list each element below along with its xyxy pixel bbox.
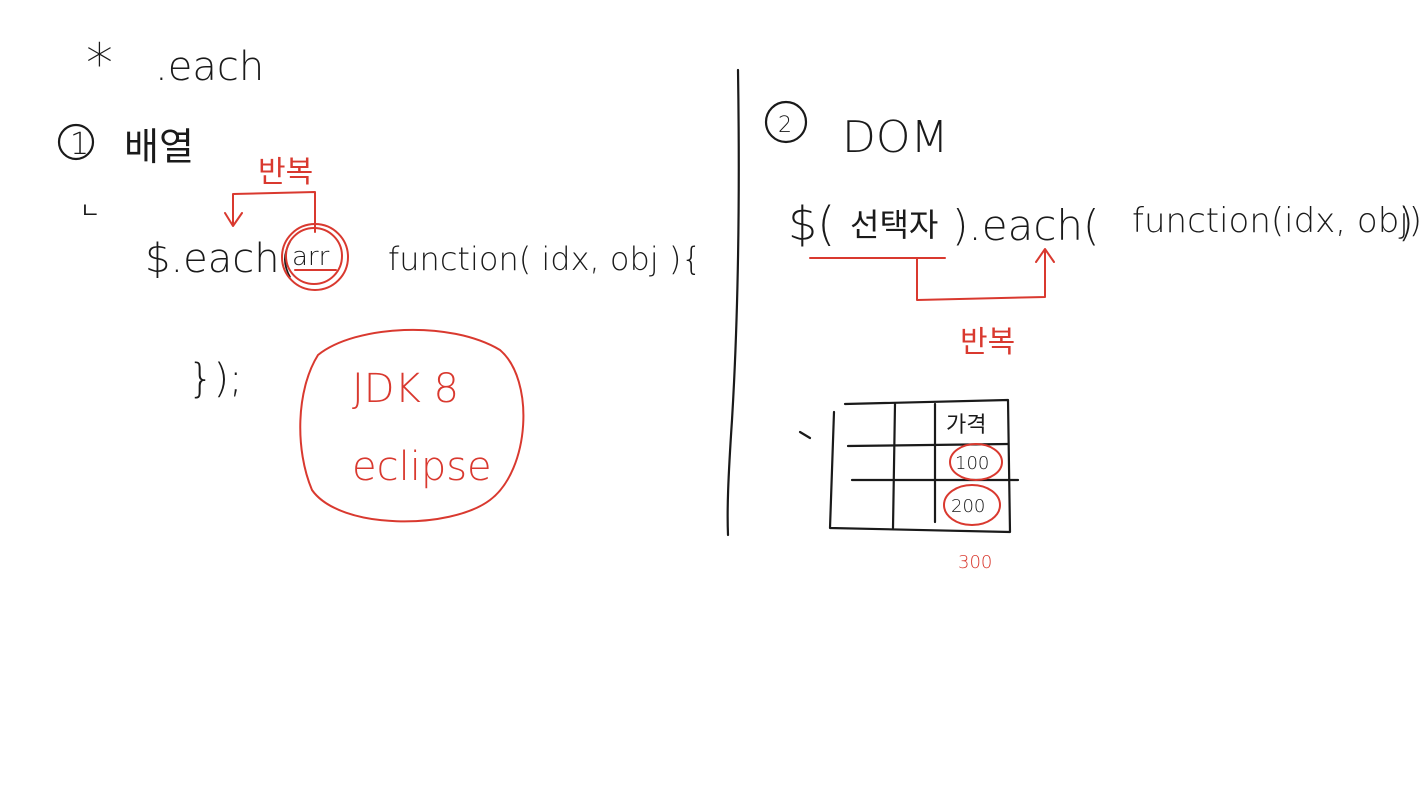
below-value-300: 300 xyxy=(958,552,992,573)
note-line-jdk: JDK 8 xyxy=(352,366,459,412)
table-outline xyxy=(828,398,1012,534)
section-2-number: 2 xyxy=(778,113,792,138)
table-header-price: 가격 xyxy=(946,413,986,438)
heading-marker: * xyxy=(86,32,113,95)
sub-arrow-marker: ㄴ xyxy=(80,199,100,224)
table-tick-mark xyxy=(798,430,812,440)
section-1-circle xyxy=(57,123,95,161)
code-close: }); xyxy=(188,356,243,402)
code-function: function( idx, obj ){ xyxy=(388,240,702,278)
repeat-label-left: 반복 xyxy=(258,155,313,190)
heading-each: .each xyxy=(155,44,264,90)
dom-code-close: ) xyxy=(1398,200,1414,246)
repeat-arrow-left xyxy=(224,191,316,233)
table-col-line-1 xyxy=(891,402,897,530)
table-value-200: 200 xyxy=(951,496,985,517)
vertical-divider xyxy=(726,68,740,537)
arr-highlight-circle-inner xyxy=(285,227,343,285)
section-1-title: 배열 xyxy=(124,125,194,169)
section-1-number: 1 xyxy=(70,127,89,162)
code-each-start: $.each( xyxy=(145,236,295,282)
repeat-label-right: 반복 xyxy=(960,325,1015,360)
value-200-circle xyxy=(943,484,1001,526)
value-100-circle xyxy=(949,443,1003,481)
dom-code-each: ).each( xyxy=(952,201,1099,250)
section-2-circle xyxy=(764,100,808,144)
arr-highlight-circle xyxy=(281,223,349,291)
code-arg-arr: arr xyxy=(292,242,330,272)
table-value-100: 100 xyxy=(955,453,989,474)
dom-code-start: $( xyxy=(788,197,835,251)
note-line-eclipse: eclipse xyxy=(352,444,492,490)
repeat-arrow-right xyxy=(916,248,1055,301)
section-2-title: DOM xyxy=(842,112,948,163)
dom-code-function: function(idx, obj){} xyxy=(1132,201,1422,241)
dom-code-selector: 선택자 xyxy=(850,206,938,244)
note-bubble xyxy=(299,328,525,523)
